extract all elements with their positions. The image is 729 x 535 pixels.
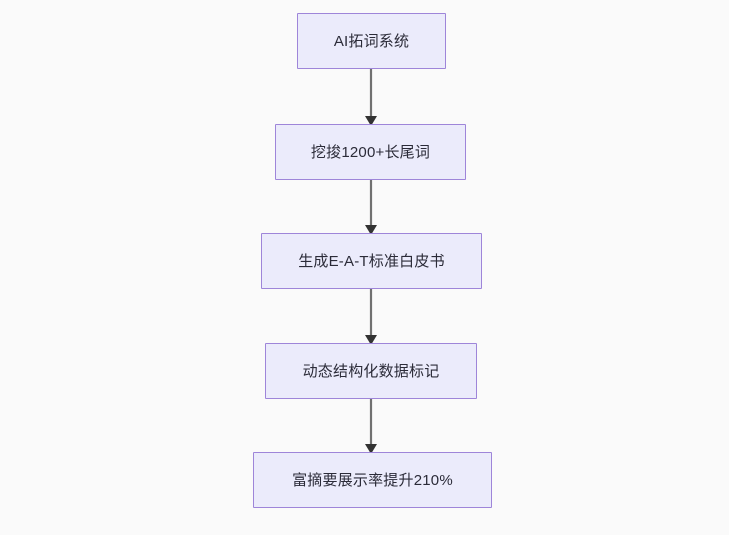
edge-line-n1-n2 [365, 69, 377, 126]
flow-node-generate-eat-whitepaper[interactable]: 生成E-A-T标准白皮书 [261, 233, 482, 289]
flow-node-ai-keyword-system[interactable]: AI拓词系统 [297, 13, 446, 69]
flow-node-dynamic-structured-data-markup[interactable]: 动态结构化数据标记 [265, 343, 477, 399]
flow-node-label: 生成E-A-T标准白皮书 [298, 252, 445, 270]
edge-line-n3-n4 [365, 289, 377, 345]
flow-node-rich-snippet-impression-lift[interactable]: 富摘要展示率提升210% [253, 452, 492, 508]
edge-line-n4-n5 [365, 399, 377, 454]
flow-node-label: 动态结构化数据标记 [302, 362, 440, 380]
flow-node-label: 挖捘1200+长尾词 [310, 143, 431, 161]
flow-node-mine-longtail-keywords[interactable]: 挖捘1200+长尾词 [275, 124, 466, 180]
flow-node-label: 富摘要展示率提升210% [292, 471, 453, 489]
flow-node-label: AI拓词系统 [333, 32, 410, 50]
edge-line-n2-n3 [365, 180, 377, 235]
